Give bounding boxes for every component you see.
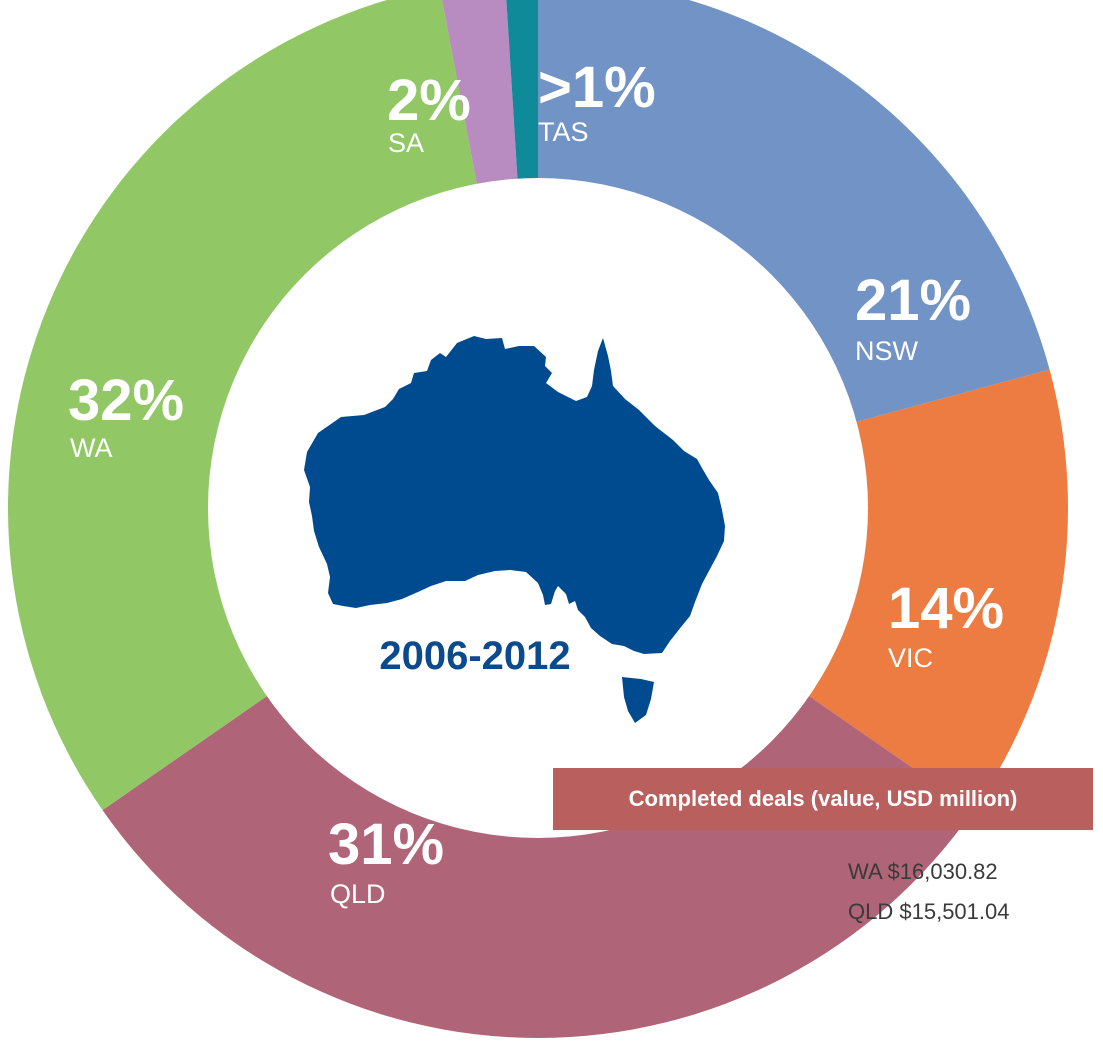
slice-label-qld: QLD [330,879,386,909]
slice-pct-sa: 2% [387,68,471,133]
slice-tas [506,0,538,508]
slice-label-tas: TAS [538,117,589,147]
slice-pct-nsw: 21% [855,268,971,333]
deals-row-qld: QLD $15,501.04 [848,892,1098,932]
completed-deals-banner: Completed deals (value, USD million) [553,768,1093,830]
deals-row-wa: WA $16,030.82 [848,852,1098,892]
deals-state: WA [848,859,882,884]
slice-label-sa: SA [388,128,424,158]
completed-deals-title: Completed deals (value, USD million) [628,786,1018,811]
slice-pct-wa: 32% [68,368,184,433]
slice-label-vic: VIC [888,643,933,673]
center-year-label: 2006-2012 [379,634,570,678]
slice-label-wa: WA [70,433,113,463]
australia-map-icon [304,336,725,723]
slice-pct-qld: 31% [328,812,444,877]
deals-state: QLD [848,899,894,924]
slice-pct-tas: >1% [538,55,656,120]
slice-pct-vic: 14% [888,576,1004,641]
slice-label-nsw: NSW [855,336,919,366]
deals-value: $15,501.04 [899,899,1010,924]
deals-value: $16,030.82 [887,859,998,884]
